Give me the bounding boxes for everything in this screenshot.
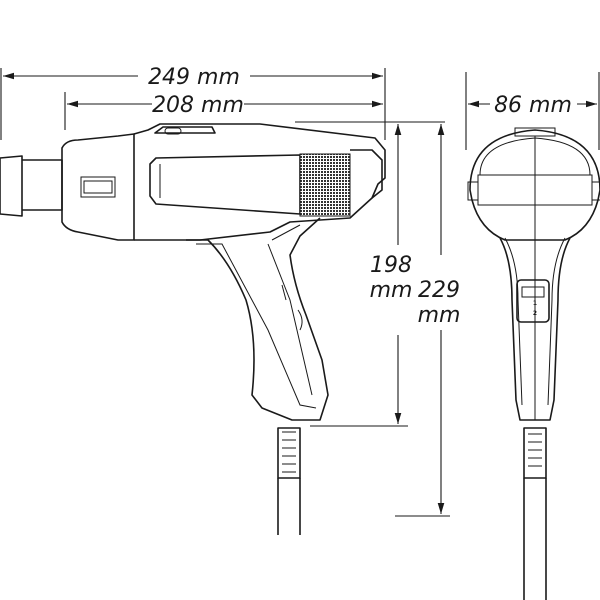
nozzle — [0, 155, 63, 217]
body-height-value: 198 — [370, 253, 412, 278]
vent-grille — [299, 153, 351, 217]
power-cord — [277, 478, 301, 535]
width-label: 86 mm — [494, 93, 572, 118]
handle — [186, 217, 329, 421]
heat-gun-side-view — [0, 123, 386, 535]
cord-guard — [277, 427, 301, 479]
heat-gun-front-view: 1 2 — [467, 127, 600, 600]
dimension-body-length: 208 mm — [64, 92, 383, 130]
front-cord-guard — [523, 427, 547, 479]
front-housing — [61, 133, 135, 241]
body-height-unit: mm — [370, 278, 413, 303]
side-panel — [149, 154, 301, 215]
dimension-width: 86 mm — [465, 72, 600, 150]
dimension-overall-length: 249 mm — [0, 65, 386, 140]
overall-height-value: 229 — [418, 278, 460, 303]
dimension-heights: 198 mm 229 mm — [295, 121, 461, 517]
overall-length-label: 249 mm — [148, 65, 240, 90]
body-length-label: 208 mm — [152, 93, 244, 118]
overall-height-unit: mm — [418, 303, 461, 328]
power-switch — [516, 279, 550, 323]
front-power-cord — [523, 478, 547, 600]
